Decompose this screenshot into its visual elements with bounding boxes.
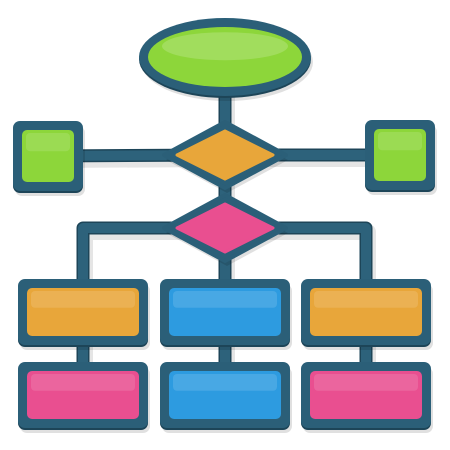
node-process-left-bottom <box>18 362 150 433</box>
process-node-fill <box>310 371 422 419</box>
node-start <box>139 18 313 101</box>
process-node-fill <box>169 371 281 419</box>
process-node-fill <box>310 288 422 336</box>
node-side-right <box>365 120 437 195</box>
node-process-right-bottom <box>301 362 433 433</box>
node-process-center-top <box>160 279 292 350</box>
node-process-right-top <box>301 279 433 350</box>
decision-fill <box>175 129 275 181</box>
process-node-fill <box>27 371 139 419</box>
node-side-left <box>13 121 85 196</box>
nodes-layer <box>13 18 437 433</box>
process-node-fill <box>169 288 281 336</box>
node-process-left-top <box>18 279 150 350</box>
node-decision-2 <box>162 193 288 266</box>
node-process-center-bottom <box>160 362 292 433</box>
side-node-fill <box>22 130 74 182</box>
start-node-fill <box>148 27 302 87</box>
node-decision-1 <box>162 120 288 193</box>
side-node-fill <box>374 129 426 181</box>
decision-fill <box>175 202 275 254</box>
process-node-fill <box>27 288 139 336</box>
